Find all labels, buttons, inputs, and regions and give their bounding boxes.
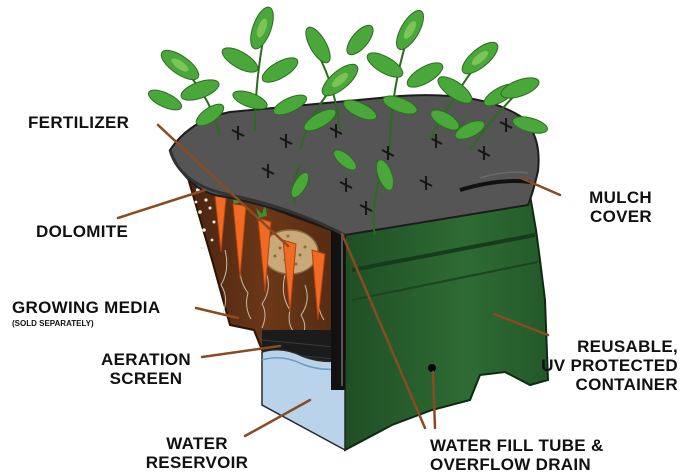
container-body bbox=[344, 193, 550, 452]
label-container-line3: CONTAINER bbox=[575, 375, 678, 394]
label-tube-line2: OVERFLOW DRAIN bbox=[430, 455, 591, 474]
label-growing-media: GROWING MEDIA bbox=[12, 298, 161, 317]
leader-mulch-cover bbox=[519, 176, 562, 197]
label-container-line1: REUSABLE, bbox=[577, 337, 678, 356]
leader-growing-media bbox=[194, 306, 240, 320]
label-aeration-line2: SCREEN bbox=[109, 369, 183, 388]
label-container: REUSABLE, UV PROTECTED CONTAINER bbox=[540, 337, 678, 394]
mulch-cover-fold bbox=[168, 149, 346, 237]
container-ridge bbox=[351, 233, 536, 272]
label-water-reservoir: WATER RESERVOIR bbox=[142, 434, 252, 472]
leader-overflow-drain bbox=[431, 370, 437, 430]
label-dolomite: DOLOMITE bbox=[36, 222, 129, 241]
water-fill-tube-highlight bbox=[341, 218, 343, 386]
leader-fertilizer bbox=[156, 123, 290, 248]
leader-dolomite bbox=[116, 188, 207, 220]
leader-water-reservoir bbox=[243, 398, 312, 438]
mulch-cover-edge bbox=[479, 171, 529, 179]
label-water-line1: WATER bbox=[166, 434, 228, 453]
label-water-line2: RESERVOIR bbox=[145, 453, 249, 472]
leader-aeration-screen bbox=[200, 344, 282, 359]
mulch-planting-slits bbox=[231, 118, 513, 215]
label-sold-separately: (SOLD SEPARATELY) bbox=[12, 319, 94, 328]
container-ridge bbox=[351, 261, 539, 301]
label-water-fill-tube: WATER FILL TUBE & OVERFLOW DRAIN bbox=[430, 436, 604, 474]
mulch-cover-edge bbox=[459, 179, 531, 192]
label-aeration-line1: AERATION bbox=[101, 350, 191, 369]
label-mulch-line1: MULCH bbox=[589, 188, 652, 207]
leader-container bbox=[492, 312, 550, 337]
label-tube-line1: WATER FILL TUBE & bbox=[430, 436, 604, 455]
plant-foliage bbox=[147, 6, 548, 236]
leader-water-fill-tube bbox=[340, 232, 427, 430]
overflow-drain-hole bbox=[428, 364, 436, 372]
label-mulch-cover: MULCH COVER bbox=[560, 188, 652, 226]
leader-lines bbox=[116, 123, 562, 438]
carrots bbox=[214, 195, 326, 321]
label-aeration-screen: AERATION SCREEN bbox=[86, 350, 206, 388]
label-fertilizer: FERTILIZER bbox=[28, 113, 130, 132]
label-mulch-line2: COVER bbox=[590, 207, 652, 226]
label-container-line2: UV PROTECTED bbox=[541, 356, 678, 375]
